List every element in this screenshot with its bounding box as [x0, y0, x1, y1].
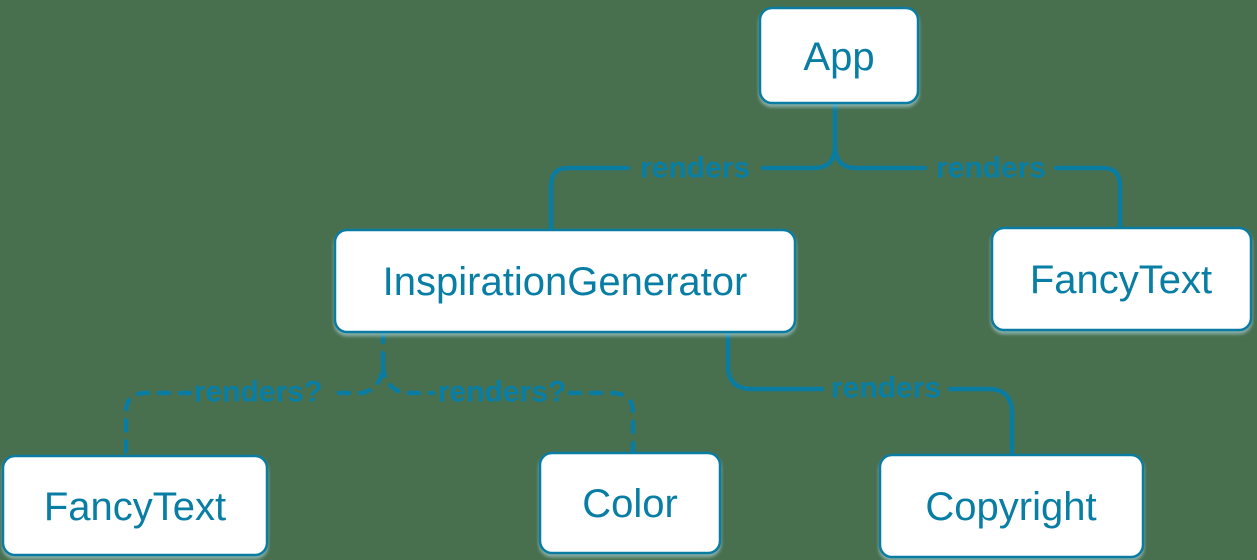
- node-app-box: [758, 6, 920, 105]
- node-color-box: [538, 451, 722, 555]
- node-inspiration-generator-label: InspirationGenerator: [383, 260, 748, 304]
- node-inspiration-generator: InspirationGenerator: [333, 228, 797, 334]
- node-app-label: App: [803, 35, 874, 79]
- node-color-label: Color: [582, 482, 678, 526]
- node-fancy-text-top: FancyText: [990, 226, 1253, 332]
- node-fancy-text-bottom-box: [1, 454, 269, 557]
- edge-lines: [123, 100, 1123, 459]
- edge-inspirationgenerator-copyright: [725, 329, 1015, 458]
- node-copyright-box: [878, 453, 1145, 559]
- edge-label-renders-question-left: renders?: [194, 376, 322, 409]
- edge-label-renders-question-right: renders?: [438, 376, 566, 409]
- edge-label-renders-right: renders: [936, 152, 1046, 185]
- node-copyright-label: Copyright: [925, 485, 1096, 529]
- node-color: Color: [538, 451, 722, 555]
- node-fancy-text-top-label: FancyText: [1030, 258, 1212, 302]
- edge-inspirationgenerator-color-dashed: [380, 363, 636, 456]
- edge-labels: renders renders renders? renders? render…: [194, 152, 1046, 409]
- edge-app-fancytext: [832, 145, 1123, 231]
- edge-label-renders-left: renders: [640, 152, 750, 185]
- edge-inspirationgenerator-fancytext-dashed: [123, 329, 386, 459]
- node-fancy-text-top-box: [990, 226, 1253, 332]
- edge-label-renders-copyright: renders: [831, 372, 941, 405]
- node-fancy-text-bottom-label: FancyText: [44, 485, 226, 529]
- node-fancy-text-bottom: FancyText: [1, 454, 269, 557]
- node-app: App: [758, 6, 920, 105]
- node-inspiration-generator-box: [333, 228, 797, 334]
- node-copyright: Copyright: [878, 453, 1145, 559]
